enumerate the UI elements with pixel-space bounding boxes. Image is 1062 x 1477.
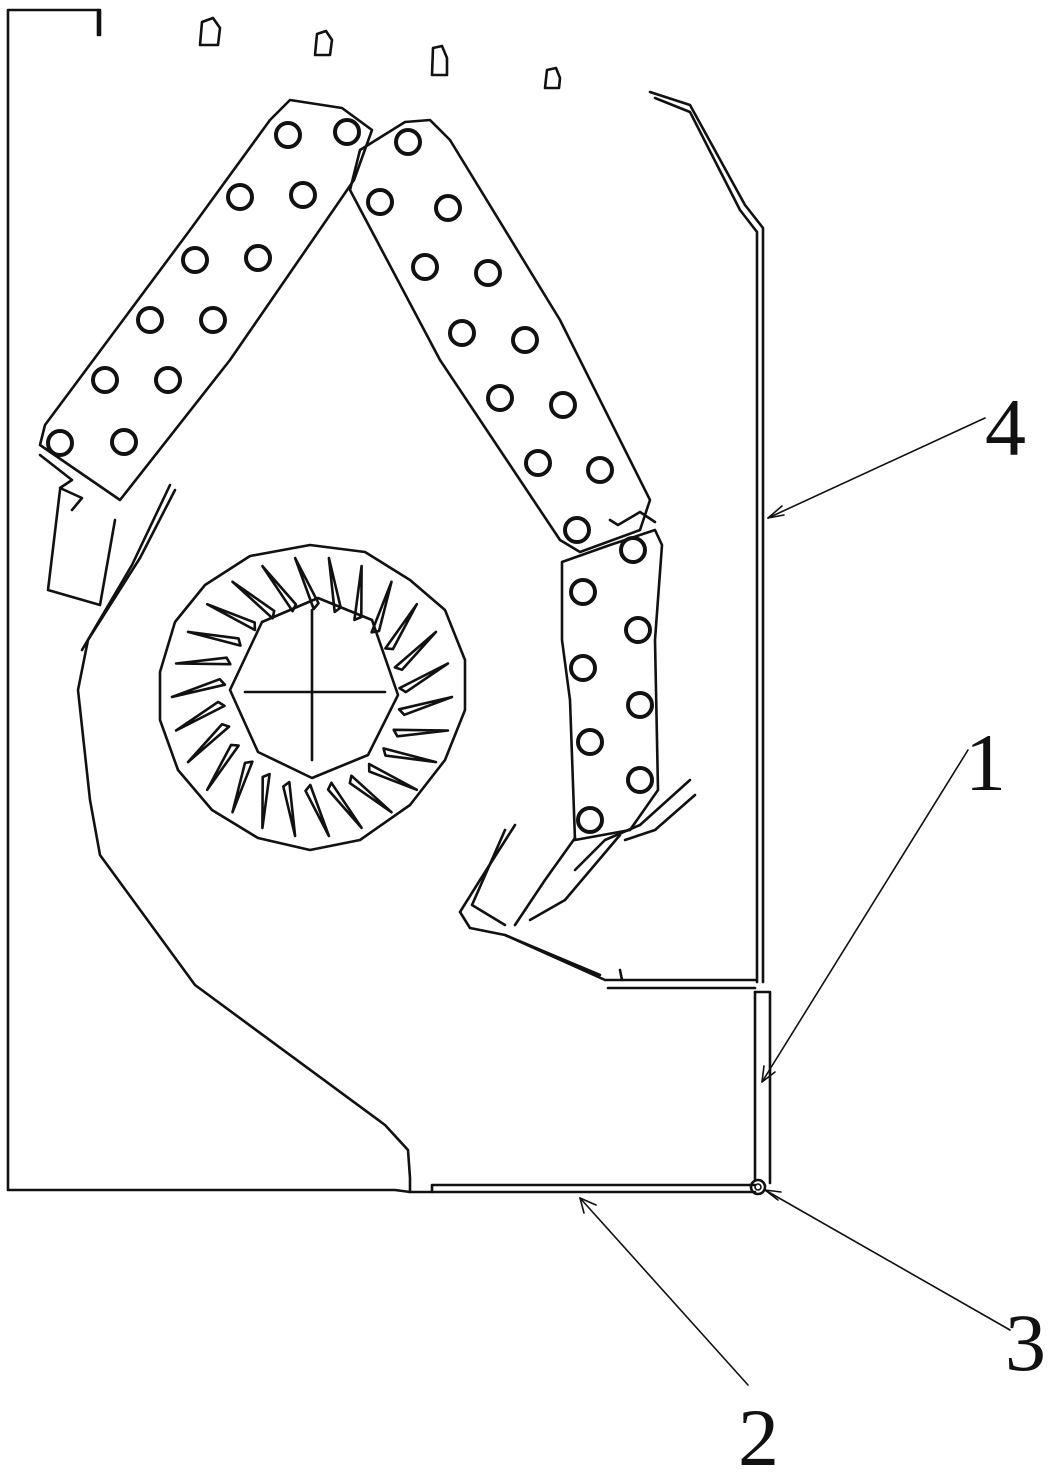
part-label-4: 4 [985, 382, 1026, 473]
fan-blade [304, 783, 331, 838]
fan-blade [326, 781, 363, 830]
corner-joint [749, 1178, 767, 1196]
fan-blade [186, 630, 242, 647]
fan-blade [174, 700, 226, 732]
fan-blade [370, 580, 393, 634]
fan-blade [293, 556, 320, 611]
fan-blade [348, 774, 393, 814]
fan-blade [367, 762, 419, 792]
fan-blade [174, 656, 232, 666]
fan-blade [261, 564, 298, 613]
part-label-2: 2 [738, 1392, 779, 1477]
part-label-1: 1 [965, 717, 1006, 808]
crossflow-fan [158, 543, 467, 852]
fan-blade [170, 677, 227, 699]
fan-blades [170, 556, 454, 838]
side-panel [648, 90, 765, 984]
fan-blade [282, 780, 297, 838]
left-coil-tubes [46, 118, 361, 457]
left-heat-exchanger [38, 98, 374, 607]
right-upper-heat-exchanger [348, 118, 657, 554]
right-upper-coil-tubes [366, 128, 614, 544]
part-label-3: 3 [1005, 1297, 1046, 1388]
fan-blade [327, 556, 342, 614]
fan-blade [353, 564, 363, 622]
right-lower-coil-tubes [569, 536, 654, 834]
fan-blade [393, 630, 438, 672]
fan-blade [392, 728, 450, 738]
fan-blade [382, 747, 438, 764]
fan-blade [398, 662, 450, 694]
fan-blade [231, 580, 276, 620]
fan-blade [205, 743, 240, 792]
fan-blade [261, 772, 271, 830]
leader-lines [579, 417, 1011, 1386]
fan-blade [384, 602, 419, 651]
fan-blade [397, 695, 454, 717]
bottom-plate [408, 1183, 757, 1194]
right-lower-heat-exchanger [560, 528, 664, 842]
fan-blade [205, 602, 257, 632]
rear-panel-strip [753, 990, 772, 1185]
housing-outline [6, 8, 412, 1194]
intake-grille-slots [198, 16, 562, 90]
fan-blade [186, 722, 231, 764]
drain-pan [458, 778, 757, 990]
fan-blade [231, 760, 254, 814]
